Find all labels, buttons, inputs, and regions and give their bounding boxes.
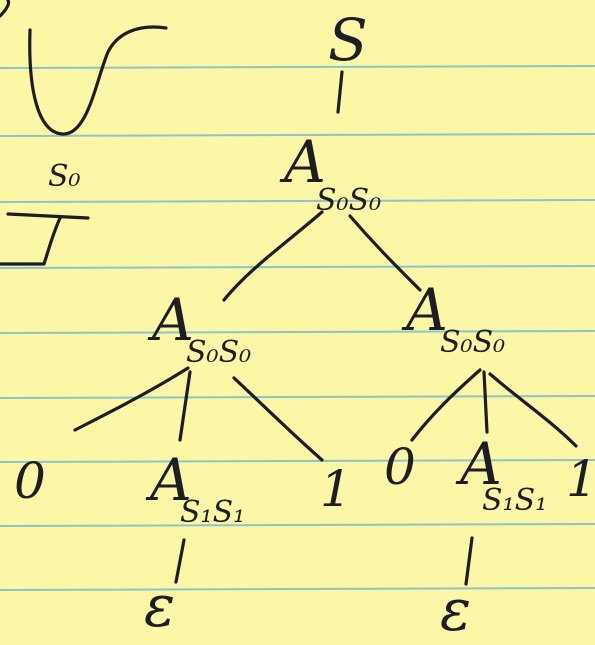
node-a-right-subscript: S₀S₀ xyxy=(440,325,505,360)
edge-right-one xyxy=(488,372,578,448)
margin-sketch: S₀ xyxy=(0,0,168,266)
epsilon-right: ε xyxy=(440,576,471,644)
svg-text:A: A xyxy=(455,430,502,498)
node-a-right-middle: A S₁S₁ xyxy=(455,430,547,518)
edge-left-middle xyxy=(178,370,192,442)
ruled-lines xyxy=(0,65,595,591)
corner-mark xyxy=(0,0,11,18)
epsilon-left: ε xyxy=(144,572,175,640)
node-a-left-middle: A S₁S₁ xyxy=(145,446,245,530)
node-a-left-middle-subscript: S₁S₁ xyxy=(180,495,245,530)
node-a-left: A S₀S₀ xyxy=(147,286,251,370)
edge-a-right xyxy=(348,214,422,292)
node-root: S xyxy=(328,6,368,74)
svg-text:A: A xyxy=(147,286,194,354)
edge-right-epsilon xyxy=(464,536,474,586)
node-a-right: A S₀S₀ xyxy=(401,276,505,360)
edge-a-left xyxy=(222,210,324,302)
edge-right-zero xyxy=(410,368,482,442)
node-a-left-subscript: S₀S₀ xyxy=(186,335,251,370)
state-label: S₀ xyxy=(48,159,81,194)
edge-right-middle xyxy=(482,370,489,434)
svg-text:A: A xyxy=(401,276,448,344)
terminal-right-one: 1 xyxy=(566,450,595,508)
node-a-root: A S₀S₀ xyxy=(279,128,381,218)
edge-left-one xyxy=(232,376,324,462)
u-curve xyxy=(28,25,168,136)
svg-text:A: A xyxy=(279,128,326,196)
terminal-left-one: 1 xyxy=(320,460,352,518)
node-a-root-subscript: S₀S₀ xyxy=(316,183,381,218)
edge-left-epsilon xyxy=(174,538,186,584)
bracket-mark xyxy=(0,212,90,266)
edge-root-a xyxy=(336,70,344,114)
edge-left-zero xyxy=(73,366,190,432)
node-a-right-middle-subscript: S₁S₁ xyxy=(482,483,547,518)
tree-edges xyxy=(73,70,578,586)
svg-text:A: A xyxy=(145,446,192,514)
terminal-left-zero: 0 xyxy=(14,452,46,510)
terminal-right-zero: 0 xyxy=(384,438,416,496)
